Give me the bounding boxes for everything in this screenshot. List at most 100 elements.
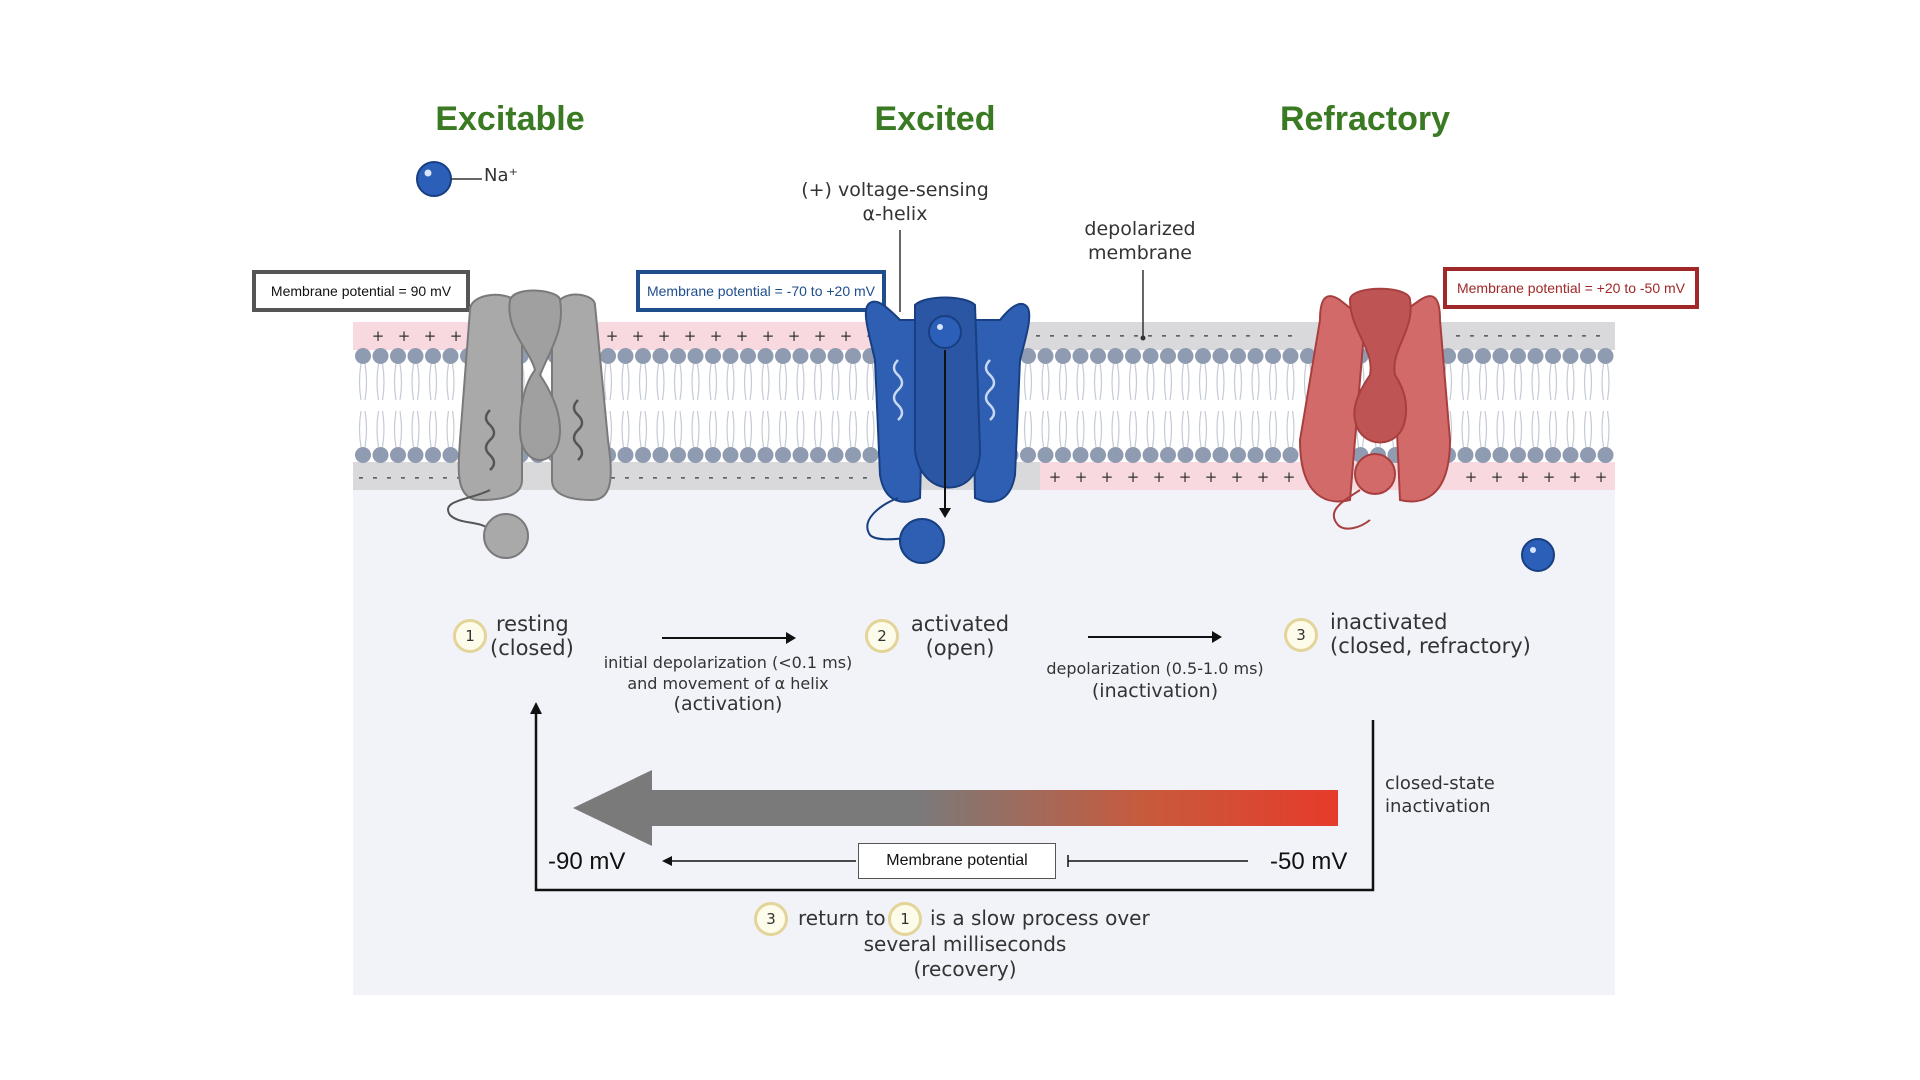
minus-sign: - <box>820 468 825 486</box>
closed-state-line2: inactivation <box>1385 796 1491 817</box>
lipid-head <box>652 447 669 463</box>
plus-sign: + <box>398 327 411 345</box>
lipid-tail <box>1163 363 1173 401</box>
lipid-head <box>1510 348 1526 364</box>
recovery-line2: several milliseconds <box>863 932 1067 956</box>
recovery-mid-badge: 1 <box>888 902 922 936</box>
lipid-head <box>845 447 861 463</box>
lipid-tail <box>1548 363 1558 401</box>
lipid-head <box>1580 447 1596 463</box>
plus-sign: + <box>1543 468 1556 486</box>
upper-panel <box>353 105 1615 325</box>
lipid-tail <box>1268 363 1278 401</box>
lipid-tail <box>1076 363 1085 401</box>
step-3-label: inactivated (closed, refractory) <box>1330 610 1531 658</box>
potential-right-value: -50 mV <box>1270 848 1348 875</box>
minus-sign: - <box>1175 326 1180 344</box>
step-2-badge: 2 <box>865 619 899 653</box>
recovery-line3: (recovery) <box>913 957 1017 981</box>
title-excitable: Excitable <box>435 100 585 138</box>
lipid-head <box>390 447 406 463</box>
lipid-tail <box>831 363 840 401</box>
plus-sign: + <box>1595 468 1608 486</box>
lipid-tail <box>1128 410 1138 448</box>
lipid-head <box>1492 348 1509 364</box>
lipid-tail <box>428 363 438 401</box>
inactivation-line2: (inactivation) <box>1091 680 1219 702</box>
recovery-text-b: is a slow process over <box>930 906 1150 930</box>
lipid-tail <box>673 410 683 448</box>
lipid-head <box>617 348 634 364</box>
minus-sign: - <box>694 468 699 486</box>
lipid-tail <box>1058 410 1068 448</box>
membrane-potential-gradient-arrow <box>573 770 1338 846</box>
lipid-tail <box>1496 410 1505 448</box>
lipid-head <box>1527 348 1544 364</box>
minus-sign: - <box>1511 326 1516 344</box>
lipid-tail <box>1548 410 1558 448</box>
lipid-tail <box>1058 363 1068 401</box>
lipid-head <box>1597 348 1614 364</box>
plus-sign: + <box>1231 468 1244 486</box>
lipid-head <box>652 348 669 364</box>
lipid-tail <box>428 410 438 448</box>
minus-sign: - <box>750 468 755 486</box>
lipid-tail <box>1023 363 1033 401</box>
plus-sign: + <box>1179 468 1192 486</box>
title-refractory: Refractory <box>1279 100 1451 138</box>
lipid-head <box>845 348 861 364</box>
plus-sign: + <box>632 327 645 345</box>
membrane-potential-box-excitable: Membrane potential = 90 mV <box>252 270 470 312</box>
lipid-head <box>1142 447 1159 463</box>
lipid-tail <box>691 410 700 448</box>
minus-sign: - <box>1469 326 1474 344</box>
sodium-ion-free-icon <box>1521 538 1555 572</box>
lipid-head <box>1545 348 1561 364</box>
lipid-head <box>1247 348 1264 364</box>
minus-sign: - <box>1161 326 1166 344</box>
lipid-head <box>722 348 739 364</box>
minus-sign: - <box>1595 326 1600 344</box>
lipid-tail <box>796 363 805 401</box>
lipid-tail <box>866 410 875 448</box>
minus-sign: - <box>834 468 839 486</box>
lipid-head <box>827 348 844 364</box>
step-2-line1: activated <box>910 612 1010 636</box>
membrane-potential-scale-label: Membrane potential <box>858 843 1056 879</box>
lipid-head <box>1492 447 1509 463</box>
plus-sign: + <box>814 327 827 345</box>
minus-sign: - <box>1063 326 1068 344</box>
lipid-head <box>390 348 406 364</box>
lipid-tail <box>1478 410 1488 448</box>
minus-sign: - <box>1525 326 1530 344</box>
lipid-tail <box>446 410 455 448</box>
resting-channel-icon <box>447 289 612 559</box>
minus-sign: - <box>680 468 685 486</box>
lipid-head <box>722 447 739 463</box>
lipid-tail <box>796 410 805 448</box>
lipid-head <box>1195 348 1211 364</box>
lipid-head <box>635 447 651 463</box>
recovery-text-a: return to <box>798 906 886 930</box>
lipid-tail <box>1163 410 1173 448</box>
lipid-tail <box>1146 363 1155 401</box>
minus-sign: - <box>722 468 727 486</box>
minus-sign: - <box>862 468 867 486</box>
lipid-head <box>617 447 634 463</box>
lipid-head <box>1037 348 1054 364</box>
membrane-potential-box-refractory: Membrane potential = +20 to -50 mV <box>1443 267 1699 309</box>
minus-sign: - <box>624 468 629 486</box>
lipid-head <box>775 447 791 463</box>
lipid-tail <box>1286 363 1295 401</box>
lipid-tail <box>358 410 368 448</box>
minus-sign: - <box>610 468 615 486</box>
lipid-tail <box>1566 410 1575 448</box>
lipid-head <box>1107 348 1124 364</box>
lipid-head <box>1282 348 1299 364</box>
minus-sign: - <box>358 468 363 486</box>
activation-label: initial depolarization (<0.1 ms) and mov… <box>592 652 864 715</box>
lipid-tail <box>831 410 840 448</box>
minus-sign: - <box>414 468 419 486</box>
lipid-head <box>862 447 879 463</box>
